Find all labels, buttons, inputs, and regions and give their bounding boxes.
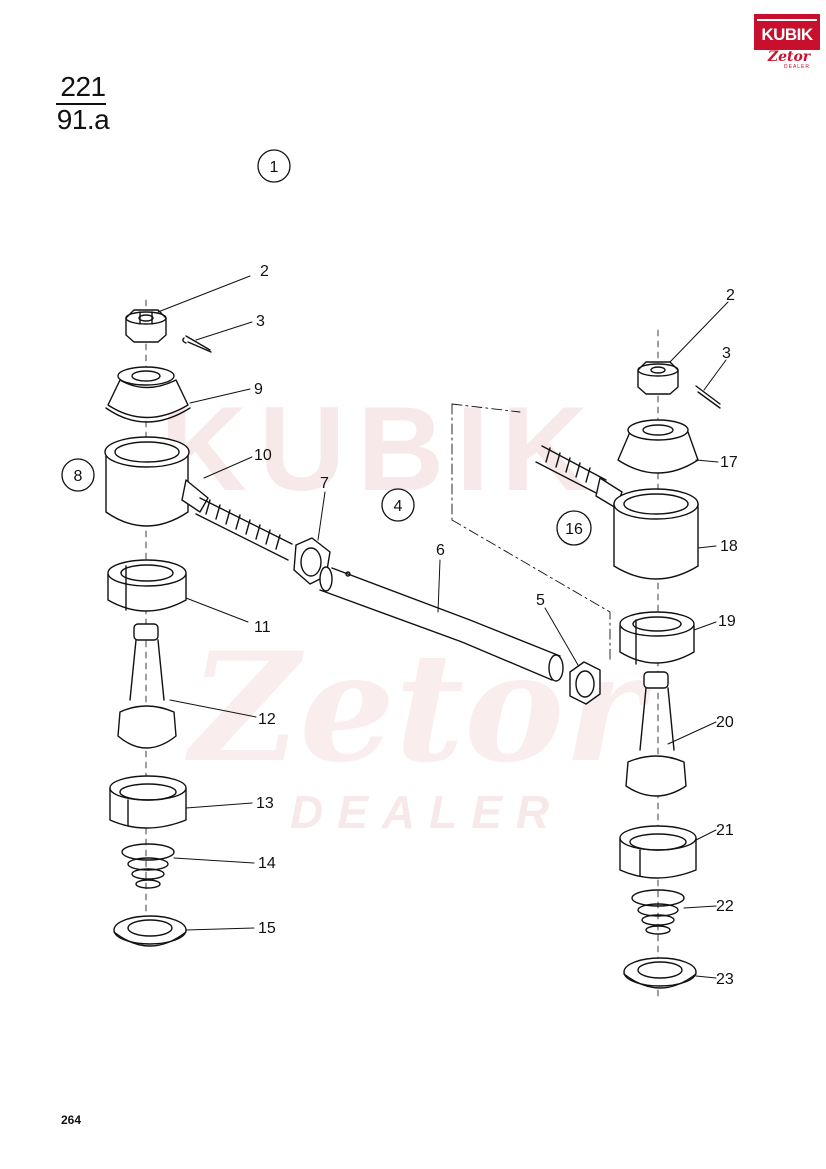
castle-nut-right xyxy=(637,361,679,395)
threaded-shank-left xyxy=(195,497,293,561)
reference-fraction-bar xyxy=(56,103,106,105)
callout-16: 16 xyxy=(565,521,583,538)
callout-11: 11 xyxy=(254,619,271,636)
callout-22: 22 xyxy=(716,898,734,915)
leader-lines xyxy=(157,275,729,979)
ball-stud-left xyxy=(117,623,177,749)
callout-15: 15 xyxy=(258,920,276,937)
dust-cover-left xyxy=(105,366,191,423)
callout-3-right: 3 xyxy=(722,345,731,362)
circled-callout-16: 16 xyxy=(556,510,592,546)
logo-script: Zetor xyxy=(767,49,811,65)
callout-2-left: 2 xyxy=(260,263,269,280)
bearing-shell-right xyxy=(619,611,695,665)
callout-5: 5 xyxy=(536,592,545,609)
cotter-pin-left xyxy=(182,335,212,353)
callout-9: 9 xyxy=(254,381,263,398)
callout-20: 20 xyxy=(716,714,734,731)
logo-brand: KUBIK xyxy=(761,25,813,44)
dust-cover-right xyxy=(617,419,699,474)
callout-21: 21 xyxy=(716,822,734,839)
callout-13: 13 xyxy=(256,795,274,812)
callout-17: 17 xyxy=(720,454,738,471)
callout-19: 19 xyxy=(718,613,736,630)
callout-23: 23 xyxy=(716,971,734,988)
seat-ring-right xyxy=(619,825,697,879)
threaded-shank-right xyxy=(535,445,623,509)
circled-callout-1: 1 xyxy=(257,149,291,183)
ball-stud-right xyxy=(625,671,687,797)
cotter-pin-right xyxy=(695,385,721,409)
kubik-zetor-logo: KUBIK Zetor DEALER xyxy=(754,14,820,72)
callout-18: 18 xyxy=(720,538,738,555)
callout-4: 4 xyxy=(394,498,403,515)
reference-top: 221 xyxy=(60,71,106,102)
cup-left xyxy=(113,915,187,947)
callout-10: 10 xyxy=(254,447,272,464)
assembly-bracket-4 xyxy=(451,403,611,661)
callout-1: 1 xyxy=(270,159,279,176)
callout-14: 14 xyxy=(258,855,276,872)
circled-callout-4: 4 xyxy=(381,488,415,522)
tie-rod-end-left xyxy=(104,436,209,527)
tie-rod-end-right xyxy=(613,488,699,580)
bearing-shell-left xyxy=(107,559,187,612)
callout-7: 7 xyxy=(320,475,329,492)
callout-2-right: 2 xyxy=(726,287,735,304)
callout-12: 12 xyxy=(258,711,276,728)
callout-8: 8 xyxy=(74,468,83,485)
castle-nut-left xyxy=(125,309,167,343)
callout-6: 6 xyxy=(436,542,445,559)
page-number: 264 xyxy=(61,1113,82,1127)
callout-3-left: 3 xyxy=(256,313,265,330)
spring-left xyxy=(121,843,175,889)
tie-rod-tube xyxy=(319,566,564,682)
logo-sub: DEALER xyxy=(784,64,811,70)
logo-red-box xyxy=(754,14,820,50)
circled-callout-8: 8 xyxy=(61,458,95,492)
seat-ring-left xyxy=(109,775,187,829)
spring-right xyxy=(631,889,685,935)
cup-right xyxy=(623,957,697,989)
reference-bottom: 91.a xyxy=(56,104,110,135)
lock-nut-right xyxy=(569,661,601,705)
